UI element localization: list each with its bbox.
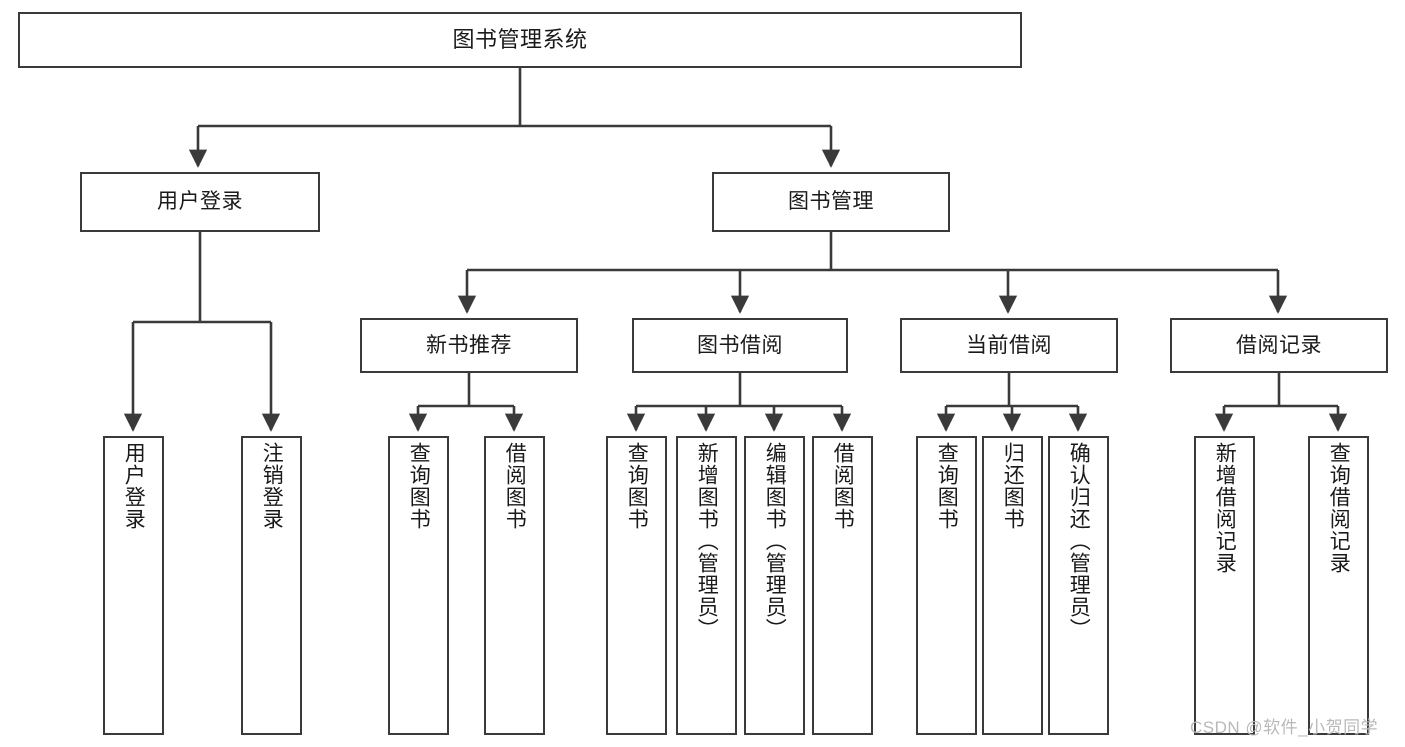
node-book-borrow[interactable]: 图书借阅: [632, 318, 848, 373]
leaf-label: 借阅图书: [831, 442, 855, 530]
leaf-label: 查询图书: [407, 442, 431, 530]
node-leaf-query-borrow-record[interactable]: 查询借阅记录: [1308, 436, 1369, 735]
leaf-label: 注销登录: [260, 442, 284, 530]
node-current-borrow[interactable]: 当前借阅: [900, 318, 1118, 373]
node-leaf-borrow-book-recommend[interactable]: 借阅图书: [484, 436, 545, 735]
node-leaf-user-login[interactable]: 用户登录: [103, 436, 164, 735]
leaf-label: 归还图书: [1001, 442, 1025, 530]
node-leaf-query-book-recommend[interactable]: 查询图书: [388, 436, 449, 735]
csdn-watermark: CSDN @软件_小贺同学: [1190, 718, 1379, 737]
leaf-label: 借阅图书: [503, 442, 527, 530]
node-leaf-return-book[interactable]: 归还图书: [982, 436, 1043, 735]
node-new-book-recommend[interactable]: 新书推荐: [360, 318, 578, 373]
node-leaf-confirm-return-admin[interactable]: 确认归还（管理员）: [1048, 436, 1109, 735]
leaf-label: 确认归还（管理员）: [1067, 442, 1091, 640]
node-user-login[interactable]: 用户登录: [80, 172, 320, 232]
leaf-label: 查询图书: [625, 442, 649, 530]
leaf-label: 用户登录: [122, 442, 146, 530]
leaf-label: 查询借阅记录: [1327, 442, 1351, 574]
node-leaf-borrow-book[interactable]: 借阅图书: [812, 436, 873, 735]
node-leaf-query-book-current[interactable]: 查询图书: [916, 436, 977, 735]
node-leaf-query-book-borrow[interactable]: 查询图书: [606, 436, 667, 735]
node-book-manage[interactable]: 图书管理: [712, 172, 950, 232]
node-leaf-edit-book-admin[interactable]: 编辑图书（管理员）: [744, 436, 805, 735]
leaf-label: 编辑图书（管理员）: [763, 442, 787, 640]
leaf-label: 新增借阅记录: [1213, 442, 1237, 574]
node-root-system[interactable]: 图书管理系统: [18, 12, 1022, 68]
node-leaf-add-borrow-record[interactable]: 新增借阅记录: [1194, 436, 1255, 735]
leaf-label: 查询图书: [935, 442, 959, 530]
node-leaf-logout[interactable]: 注销登录: [241, 436, 302, 735]
leaf-label: 新增图书（管理员）: [695, 442, 719, 640]
node-borrow-record[interactable]: 借阅记录: [1170, 318, 1388, 373]
node-leaf-add-book-admin[interactable]: 新增图书（管理员）: [676, 436, 737, 735]
